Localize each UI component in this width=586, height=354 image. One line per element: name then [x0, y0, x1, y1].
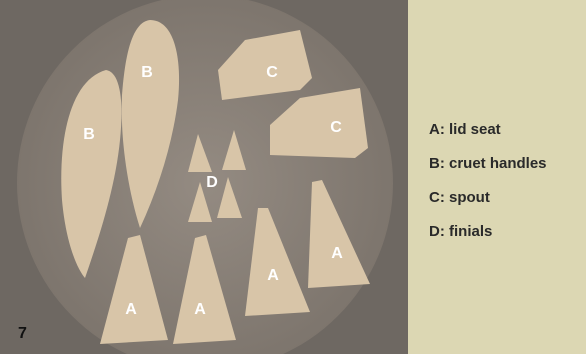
legend-item-spout: C: spout [429, 189, 490, 206]
label-a-3: A [267, 267, 279, 284]
label-a-1: A [125, 301, 137, 318]
legend-item-lid-seat: A: lid seat [429, 121, 501, 138]
label-b-upper: B [141, 64, 153, 81]
label-a-2: A [194, 301, 206, 318]
legend-panel: A: lid seat B: cruet handles C: spout D:… [408, 0, 586, 354]
label-b-left: B [83, 126, 95, 143]
photo-cardboard-templates: B B C C D A A A A 7 [0, 0, 408, 354]
label-d: D [206, 174, 218, 191]
legend-item-cruet-handles: B: cruet handles [429, 155, 547, 172]
label-c-right: C [330, 119, 342, 136]
figure-number: 7 [18, 325, 27, 342]
label-a-4: A [331, 245, 343, 262]
label-c-top: C [266, 64, 278, 81]
legend-item-finials: D: finials [429, 223, 492, 240]
